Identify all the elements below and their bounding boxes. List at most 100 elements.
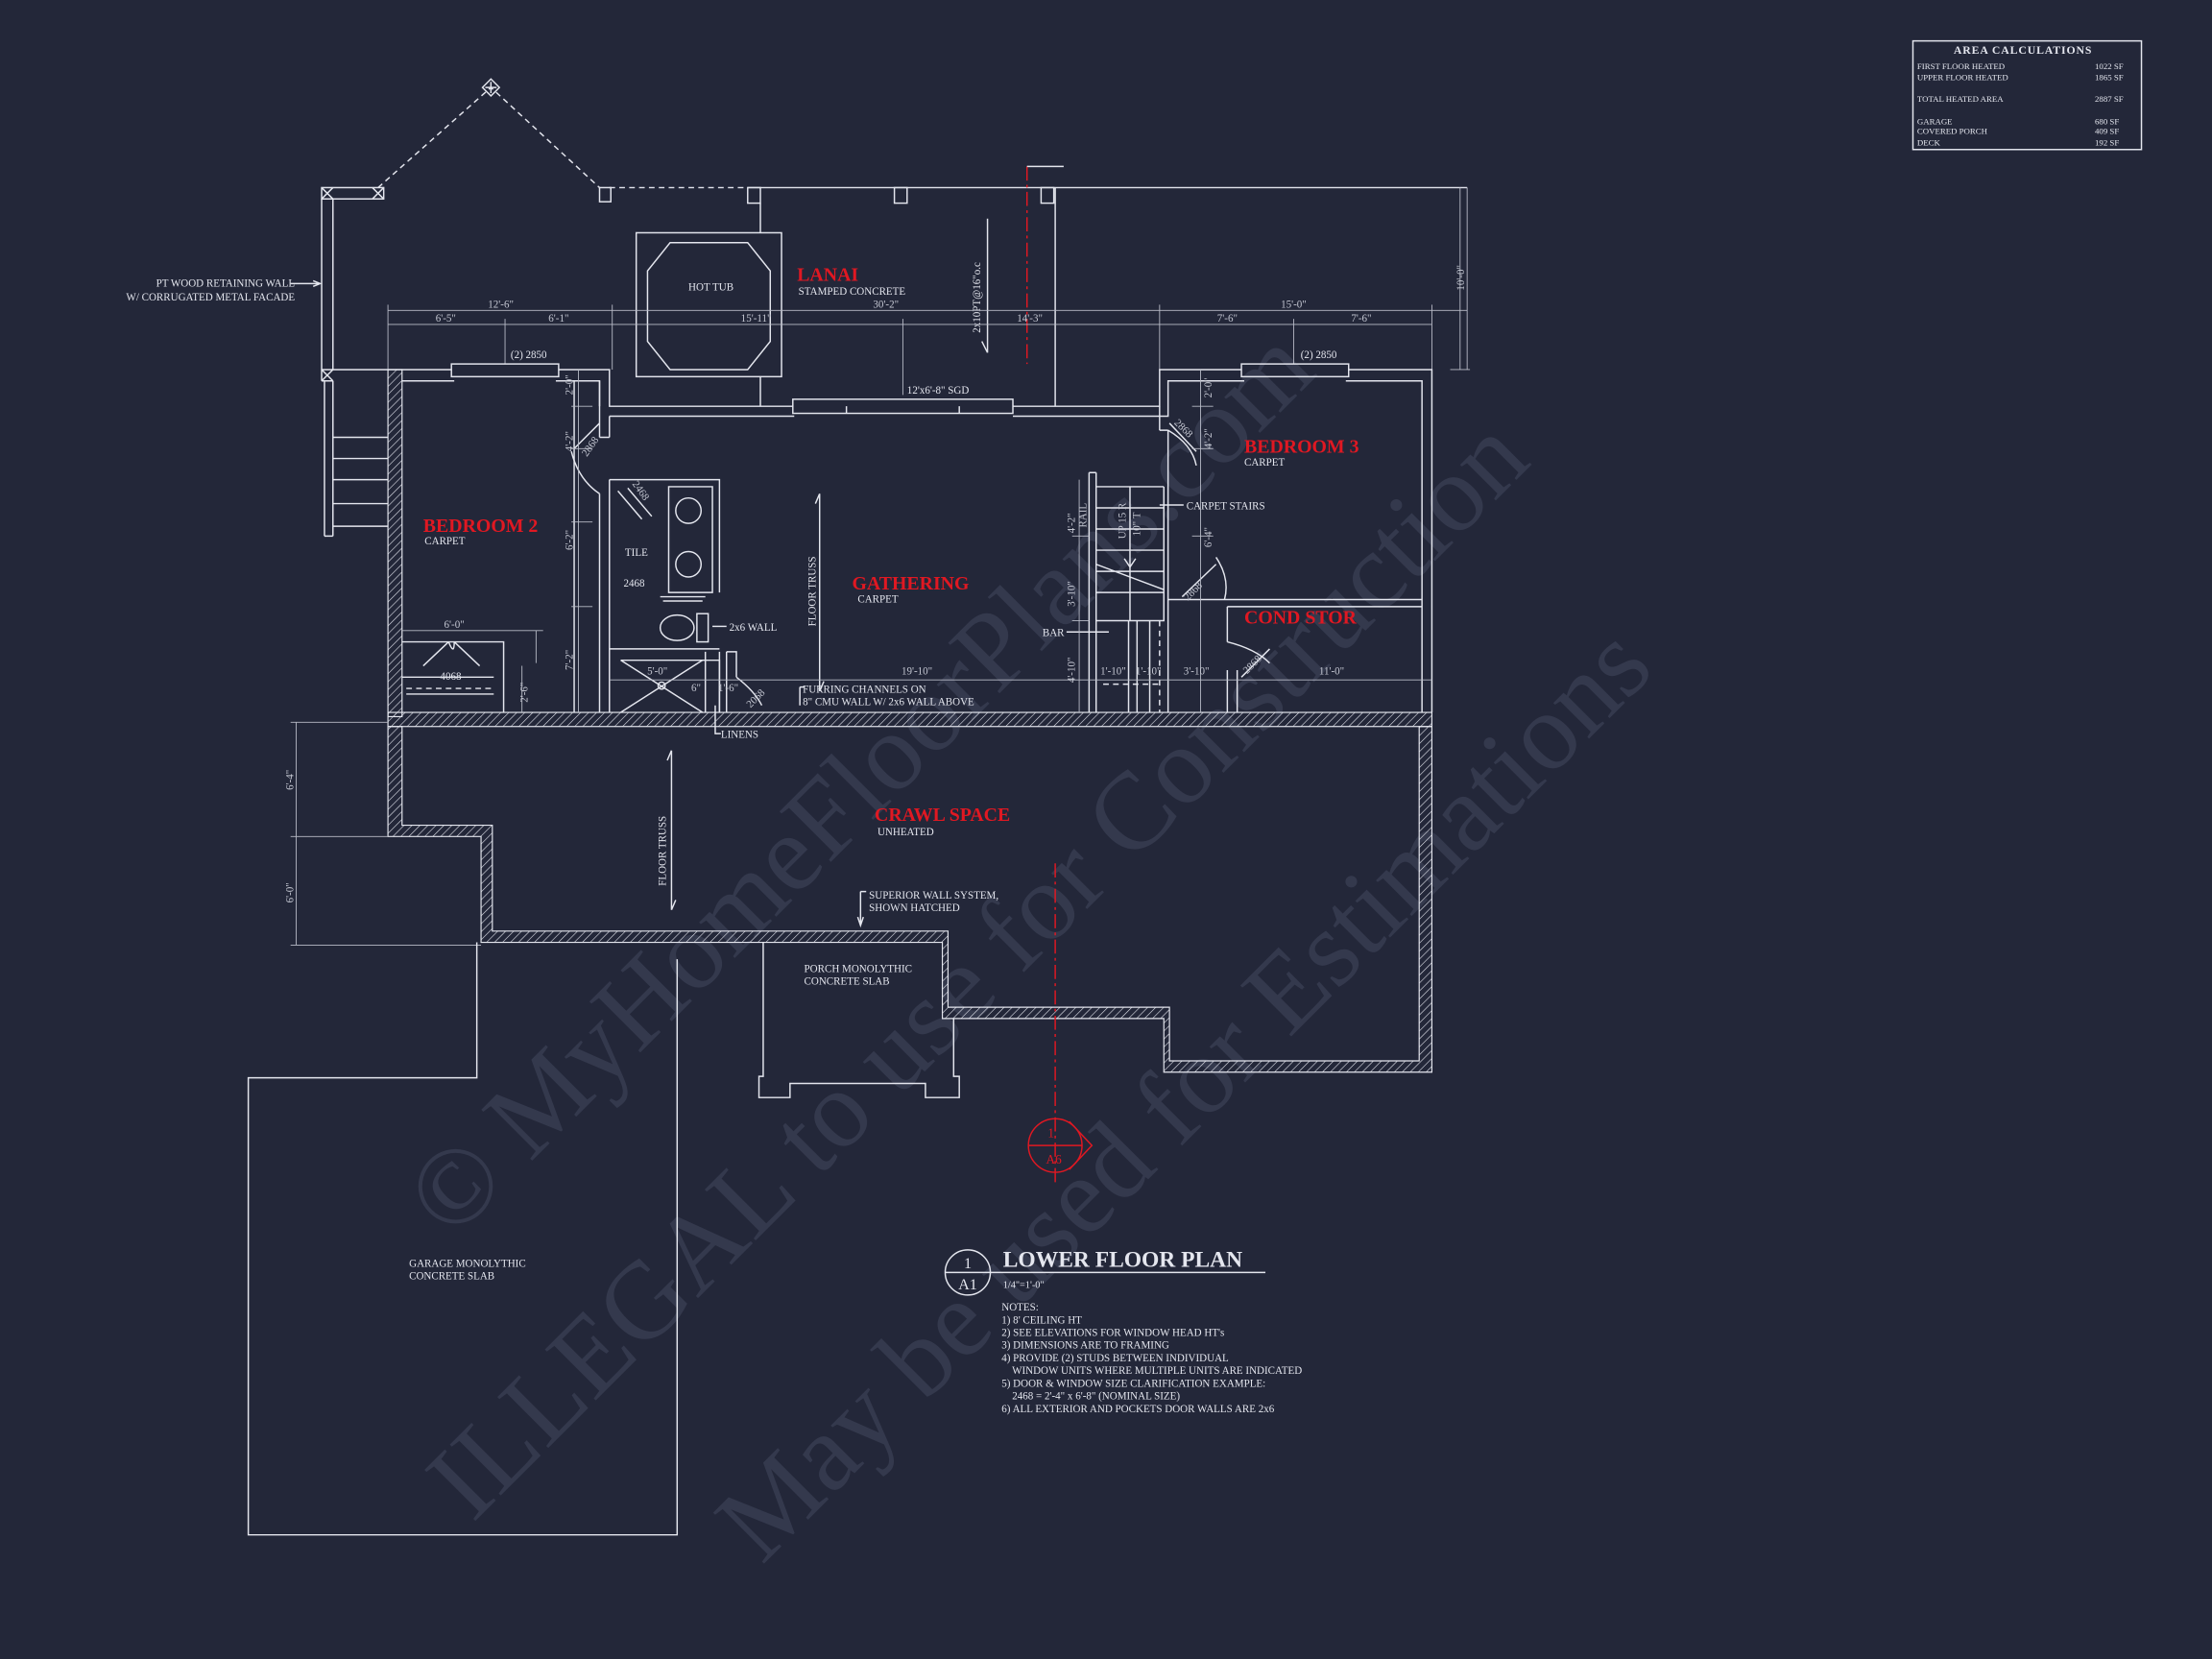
section-number: 1 — [1047, 1125, 1054, 1140]
dimension-label: 19'-10" — [902, 665, 932, 677]
room-finish-gathering: CARPET — [857, 593, 899, 605]
superior-wall-note-2: SHOWN HATCHED — [869, 902, 960, 914]
room-name-crawl-space: CRAWL SPACE — [875, 805, 1010, 826]
dimension-label: 11'-0" — [1319, 665, 1344, 677]
window-label-bedroom2: (2) 2850 — [511, 349, 547, 361]
lanai-outline — [290, 78, 1468, 538]
plan-number: 1 — [964, 1256, 972, 1272]
retaining-wall-label-2: W/ CORRUGATED METAL FACADE — [126, 292, 295, 303]
wall-2x6-label: 2x6 WALL — [730, 622, 778, 634]
dimension-label: 6'-0" — [285, 882, 297, 902]
door-size-label: 2468 — [623, 578, 645, 589]
area-value: 192 SF — [2095, 137, 2119, 147]
dimension-label: 7'-6" — [1217, 313, 1238, 325]
retaining-wall-label-1: PT WOOD RETAINING WALL — [156, 277, 296, 289]
notes: NOTES: 1) 8' CEILING HT 2) SEE ELEVATION… — [1001, 1302, 1302, 1415]
note-item: 4) PROVIDE (2) STUDS BETWEEN INDIVIDUAL — [1001, 1353, 1229, 1364]
window-label-bedroom3: (2) 2850 — [1301, 349, 1337, 361]
note-item: 1) 8' CEILING HT — [1001, 1314, 1082, 1326]
dimension-label: 15'-11" — [741, 313, 772, 325]
floor-truss-label: FLOOR TRUSS — [806, 556, 818, 626]
dimension-label: 5'-0" — [647, 665, 667, 677]
dimension-label: 3'-10" — [1067, 581, 1078, 607]
hot-tub — [635, 231, 782, 378]
dimension-label: 6'-4" — [1203, 527, 1214, 547]
stairs-tread-label: 10" T — [1131, 512, 1142, 536]
post-spec-label: 2x10PT@16"o.c — [972, 262, 983, 333]
plan-title: LOWER FLOOR PLAN — [1003, 1248, 1242, 1273]
area-value: 409 SF — [2095, 127, 2119, 136]
stairs-up-label: UP 15 R — [1118, 502, 1129, 539]
area-label: UPPER FLOOR HEATED — [1917, 73, 2008, 83]
area-value: 680 SF — [2095, 116, 2119, 126]
rail-label: RAIL — [1077, 503, 1089, 528]
room-name-gathering: GATHERING — [853, 573, 970, 594]
linens-label: LINENS — [721, 729, 758, 740]
section-marker: 1 A6 — [1027, 863, 1094, 1186]
room-name-lanai: LANAI — [797, 264, 858, 285]
dimension-label: 14'-3" — [1017, 313, 1043, 325]
sliding-glass-door-label: 12'x6'-8" SGD — [907, 385, 970, 397]
area-label: DECK — [1917, 137, 1941, 147]
room-name-cond-stor: COND STOR — [1244, 607, 1358, 628]
area-value: 2887 SF — [2095, 94, 2124, 104]
dimension-label: 6'-4" — [285, 770, 297, 790]
dimension-label: 30'-2" — [873, 299, 899, 310]
dimension-label: 1'-10" — [1136, 665, 1162, 677]
area-label: COVERED PORCH — [1917, 127, 1988, 136]
plan-title-block: 1 A1 LOWER FLOOR PLAN 1/4"=1'-0" — [944, 1248, 1266, 1296]
dimension-label: 1'-6" — [718, 683, 738, 694]
closet-door-label: 4068 — [440, 671, 462, 683]
dimension-label: 4'-2" — [565, 431, 576, 451]
note-item: 2) SEE ELEVATIONS FOR WINDOW HEAD HT's — [1001, 1328, 1224, 1339]
area-label: TOTAL HEATED AREA — [1917, 94, 2004, 104]
note-item: 6) ALL EXTERIOR AND POCKETS DOOR WALLS A… — [1001, 1404, 1274, 1415]
note-item: 3) DIMENSIONS ARE TO FRAMING — [1001, 1340, 1169, 1352]
notes-heading: NOTES: — [1001, 1302, 1039, 1313]
section-sheet: A6 — [1046, 1152, 1063, 1166]
dimension-lines-top — [387, 187, 1471, 396]
dimension-label: 4'-2" — [1203, 428, 1214, 448]
porch-slab-label-1: PORCH MONOLYTHIC — [805, 963, 912, 974]
porch-slab — [757, 942, 960, 1098]
note-item: WINDOW UNITS WHERE MULTIPLE UNITS ARE IN… — [1001, 1365, 1302, 1377]
plan-sheet: A1 — [958, 1277, 977, 1293]
dimension-label: 4'-10" — [1067, 657, 1078, 683]
dimension-label: 2'-6" — [519, 683, 531, 703]
area-value: 1865 SF — [2095, 73, 2124, 83]
dimension-label: 10'-0" — [1455, 265, 1467, 291]
dimension-label: 6'-5" — [436, 313, 456, 325]
garage-slab — [247, 942, 679, 1536]
note-item: 2468 = 2'-4" x 6'-8" (NOMINAL SIZE) — [1001, 1391, 1180, 1403]
area-label: GARAGE — [1917, 116, 1953, 126]
furring-note-line-2: 8" CMU WALL W/ 2x6 WALL ABOVE — [803, 697, 974, 709]
room-finish-lanai: STAMPED CONCRETE — [799, 286, 906, 298]
room-finish-crawl-space: UNHEATED — [878, 827, 934, 838]
porch-slab-label-2: CONCRETE SLAB — [805, 976, 890, 988]
garage-slab-label-2: CONCRETE SLAB — [409, 1271, 494, 1283]
note-item: 5) DOOR & WINDOW SIZE CLARIFICATION EXAM… — [1001, 1378, 1265, 1389]
tile-label: TILE — [625, 547, 648, 559]
room-finish-bedroom3: CARPET — [1244, 457, 1286, 469]
dimension-label: 6" — [691, 683, 701, 694]
superior-wall-note-1: SUPERIOR WALL SYSTEM, — [869, 890, 998, 902]
dimension-label: 1'-10" — [1100, 665, 1126, 677]
furring-note-line-1: FURRING CHANNELS ON — [803, 684, 926, 695]
room-name-bedroom3: BEDROOM 3 — [1244, 437, 1359, 458]
dimension-label: 7'-6" — [1351, 313, 1371, 325]
dimension-label: 3'-10" — [1184, 665, 1210, 677]
house-walls — [387, 363, 1433, 728]
area-calculations-table: AREA CALCULATIONS FIRST FLOOR HEATED 102… — [1911, 39, 2143, 151]
dimension-label: 6'-2" — [565, 530, 576, 550]
floor-truss-label: FLOOR TRUSS — [658, 816, 669, 886]
dimension-label: 6'-1" — [548, 313, 568, 325]
bar-label: BAR — [1043, 628, 1065, 639]
dimension-label: 7'-2" — [565, 650, 576, 670]
dimension-label: 2'-0" — [1203, 377, 1214, 397]
area-label: FIRST FLOOR HEATED — [1917, 61, 2005, 71]
room-name-bedroom2: BEDROOM 2 — [423, 516, 539, 537]
room-finish-bedroom2: CARPET — [424, 536, 466, 547]
dimension-label: 2'-0" — [565, 374, 576, 395]
dimension-label: 4'-2" — [1067, 513, 1078, 533]
